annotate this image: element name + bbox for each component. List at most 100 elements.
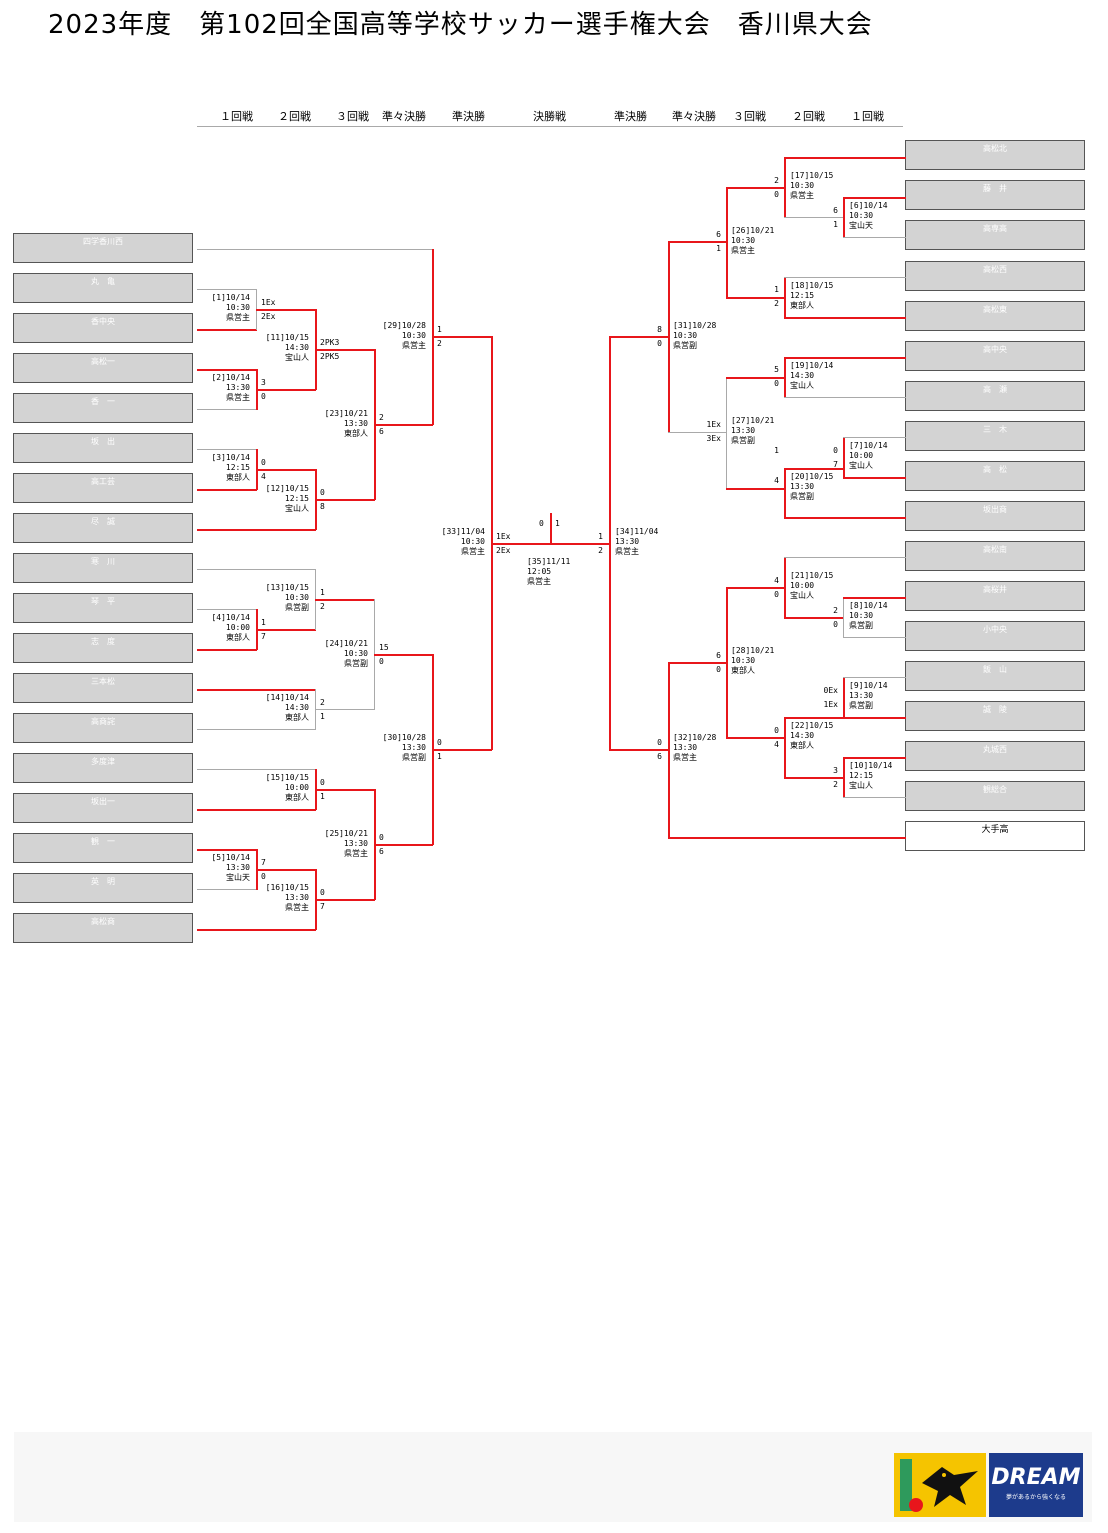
bracket-line	[784, 357, 786, 398]
team-box-left: 高商詫	[13, 713, 193, 743]
team-box-left: 多度津	[13, 753, 193, 783]
round-header-right-qf: 準々決勝	[672, 110, 716, 123]
team-box-left: 尽 誠	[13, 513, 193, 543]
match-info-m35: [35]11/11 12:05 県営主	[527, 557, 571, 586]
round-header-right-1: １回戦	[851, 110, 884, 123]
score-m6-2: 1	[833, 220, 838, 229]
match-info-m4: [4]10/14 10:00 東部人	[211, 613, 250, 642]
team-box-right: 高専高	[905, 220, 1085, 250]
match-info-m26: [26]10/21 10:30 県営主	[731, 226, 775, 255]
score-final-2: 1	[555, 519, 560, 528]
score-m27-1: 1Ex	[706, 420, 721, 429]
score-m4-2: 7	[261, 632, 266, 641]
bracket-line	[784, 157, 906, 159]
score-m2-1: 3	[261, 378, 266, 387]
round-header-left-sf: 準決勝	[452, 110, 485, 123]
score-m5-2: 0	[261, 872, 266, 881]
score-m12-2: 8	[320, 502, 325, 511]
bracket-line	[197, 889, 257, 890]
bracket-line	[315, 499, 375, 501]
bracket-line	[668, 432, 727, 433]
bracket-line	[197, 809, 316, 811]
bracket-line	[843, 717, 906, 719]
score-m6-1: 6	[833, 206, 838, 215]
bracket-line	[256, 309, 316, 311]
match-info-m10: [10]10/14 12:15 宝山人	[849, 761, 893, 790]
team-box-right: 高桜井	[905, 581, 1085, 611]
score-m10-2: 2	[833, 780, 838, 789]
bracket-line	[374, 844, 433, 846]
team-box-left: 高工芸	[13, 473, 193, 503]
team-box-right: 高松南	[905, 541, 1085, 571]
bracket-line	[843, 197, 906, 199]
team-box-right: 藤 井	[905, 180, 1085, 210]
score-final-1: 0	[539, 519, 544, 528]
dream-logo: DREAM 夢があるから強くなる	[989, 1453, 1083, 1517]
bracket-line	[197, 489, 257, 491]
team-box-right: 観総合	[905, 781, 1085, 811]
bracket-line	[784, 217, 844, 218]
score-m8-2: 0	[833, 620, 838, 629]
score-m21-1: 4	[774, 576, 779, 585]
bracket-line	[784, 277, 786, 318]
bracket-line	[784, 557, 906, 558]
bracket-line	[784, 557, 786, 618]
bracket-line	[843, 677, 906, 678]
bracket-line	[784, 468, 844, 470]
score-m27-2: 3Ex	[706, 434, 721, 443]
bracket-line	[668, 241, 727, 243]
match-info-m5: [5]10/14 13:30 宝山天	[211, 853, 250, 882]
bracket-line	[197, 609, 257, 610]
page-title: 2023年度 第102回全国高等学校サッカー選手権大会 香川県大会	[48, 10, 873, 40]
bracket-line	[197, 689, 316, 691]
bracket-line	[197, 529, 316, 531]
score-m29-2: 2	[437, 339, 442, 348]
bracket-line	[726, 488, 785, 490]
bracket-line	[726, 377, 727, 489]
bracket-line	[197, 249, 433, 250]
match-info-m19: [19]10/14 14:30 宝山人	[790, 361, 834, 390]
bracket-line	[784, 357, 906, 359]
score-m25-1: 0	[379, 833, 384, 842]
bracket-line	[843, 237, 906, 238]
bracket-line	[491, 543, 551, 545]
bracket-line	[726, 737, 785, 739]
bracket-line	[726, 587, 785, 589]
match-info-m23: [23]10/21 13:30 東部人	[324, 409, 368, 438]
bracket-line	[726, 377, 785, 379]
team-box-left: 三本松	[13, 673, 193, 703]
bracket-line	[197, 409, 257, 410]
round-header-final: 決勝戦	[533, 110, 566, 123]
bracket-line	[726, 587, 728, 738]
bracket-line	[668, 662, 727, 664]
match-info-m21: [21]10/15 10:00 宝山人	[790, 571, 834, 600]
match-info-m7: [7]10/14 10:00 宝山人	[849, 441, 888, 470]
score-m23-1: 2	[379, 413, 384, 422]
match-info-m2: [2]10/14 13:30 県営主	[211, 373, 250, 402]
team-box-right: 誠 陵	[905, 701, 1085, 731]
bracket-line	[256, 389, 316, 391]
score-m10-1: 3	[833, 766, 838, 775]
score-m14-1: 2	[320, 698, 325, 707]
score-m28-1: 6	[716, 651, 721, 660]
team-box-left: 高松一	[13, 353, 193, 383]
team-box-left: 坂 出	[13, 433, 193, 463]
score-m7-1: 0	[833, 446, 838, 455]
bracket-line	[374, 424, 433, 426]
score-m32-2: 6	[657, 752, 662, 761]
bracket-line	[843, 677, 845, 718]
round-header-right-3: ３回戦	[733, 110, 766, 123]
bracket-line	[197, 449, 257, 450]
match-info-m27: [27]10/21 13:30 県営副	[731, 416, 775, 445]
bracket-line	[784, 397, 906, 398]
match-info-m22: [22]10/15 14:30 東部人	[790, 721, 834, 750]
team-box-right: 高中央	[905, 341, 1085, 371]
bracket-line	[784, 777, 844, 779]
bracket-line	[784, 277, 906, 278]
score-m31-2: 0	[657, 339, 662, 348]
match-info-m18: [18]10/15 12:15 東部人	[790, 281, 834, 310]
team-box-right: 高 松	[905, 461, 1085, 491]
score-m34-1: 1	[598, 532, 603, 541]
bracket-line	[668, 241, 670, 433]
score-m1-2: 2Ex	[261, 312, 276, 321]
